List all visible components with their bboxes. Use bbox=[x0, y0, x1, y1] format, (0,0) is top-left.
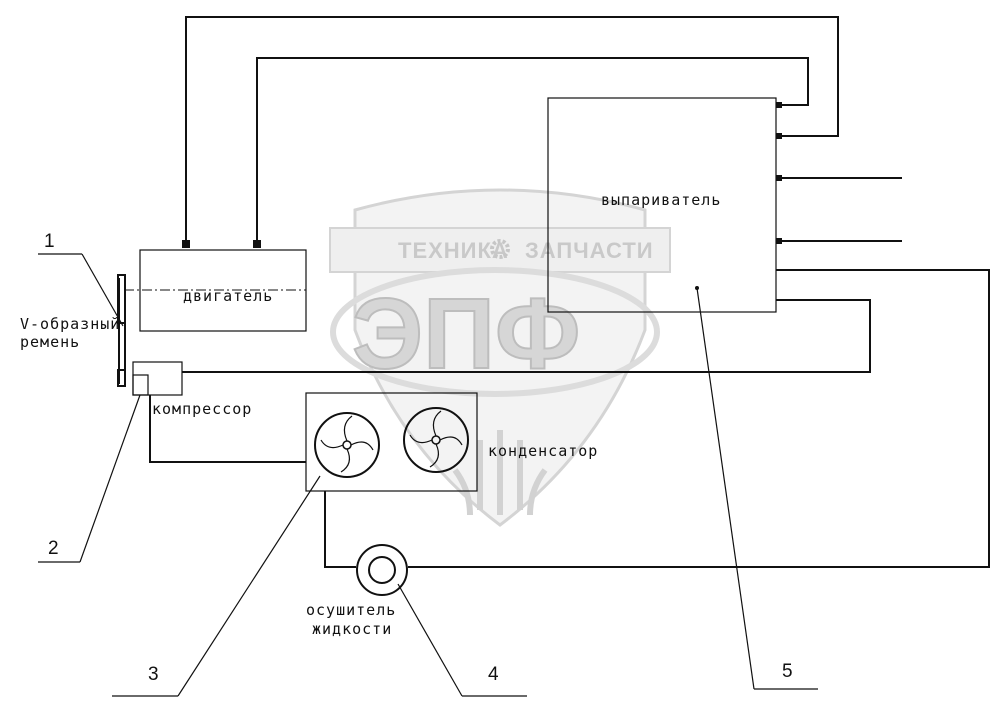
watermark: ТЕХНИКА ЗАПЧАСТИ ЭПФ bbox=[329, 188, 671, 527]
callout-5-number: 5 bbox=[782, 661, 793, 682]
evaporator-label: выпариватель bbox=[601, 191, 721, 209]
belt-label-line1: V-образный bbox=[20, 315, 120, 333]
engine: двигатель bbox=[124, 240, 307, 332]
callout-4-number: 4 bbox=[488, 664, 499, 685]
callout-3: 3 bbox=[112, 475, 321, 697]
callout-3-number: 3 bbox=[148, 664, 159, 685]
dryer-inner bbox=[368, 556, 396, 584]
dryer-to-evaporator-line bbox=[408, 269, 990, 568]
callout-2-number: 2 bbox=[48, 538, 59, 559]
callout-1: 1 bbox=[38, 231, 124, 327]
condenser-label: конденсатор bbox=[488, 442, 598, 460]
watermark-ring bbox=[330, 267, 660, 397]
v-belt: V-образный ремень bbox=[20, 274, 126, 387]
condenser: конденсатор bbox=[305, 392, 598, 492]
compressor: компрессор bbox=[132, 361, 252, 418]
watermark-right-word: ЗАПЧАСТИ bbox=[525, 238, 654, 263]
dryer-label-line1: осушитель bbox=[306, 601, 396, 619]
condenser-to-dryer-line bbox=[324, 491, 356, 568]
condenser-box bbox=[305, 392, 478, 492]
compressor-box bbox=[132, 361, 183, 396]
belt-label-line2: ремень bbox=[20, 333, 80, 351]
dryer-outer bbox=[356, 544, 408, 596]
compressor-inner bbox=[132, 374, 149, 396]
evaporator: выпариватель bbox=[547, 97, 902, 313]
watermark-big: ЭПФ bbox=[352, 278, 580, 390]
evaporator-box bbox=[547, 97, 777, 313]
heater-hose-inner bbox=[256, 57, 809, 244]
evaporator-ports bbox=[776, 102, 782, 244]
watermark-banner bbox=[329, 227, 671, 273]
callout-5: 5 bbox=[696, 287, 818, 690]
discharge-line bbox=[149, 395, 306, 463]
compressor-label: компрессор bbox=[152, 400, 252, 418]
dryer-label-line2: жидкости bbox=[312, 620, 392, 638]
engine-fitting-left bbox=[182, 240, 190, 248]
callout-4: 4 bbox=[397, 583, 527, 697]
engine-label: двигатель bbox=[183, 287, 273, 305]
condenser-fan-right bbox=[403, 407, 469, 473]
engine-fitting-right bbox=[253, 240, 261, 248]
suction-line bbox=[182, 299, 871, 373]
watermark-left-word: ТЕХНИКА bbox=[398, 238, 509, 263]
callout-2: 2 bbox=[38, 394, 141, 563]
gear-icon bbox=[490, 239, 510, 259]
heater-hose-outer bbox=[185, 16, 839, 244]
callout-1-number: 1 bbox=[44, 231, 55, 252]
receiver-dryer: осушитель жидкости bbox=[306, 544, 408, 638]
condenser-fan-left bbox=[314, 412, 380, 478]
